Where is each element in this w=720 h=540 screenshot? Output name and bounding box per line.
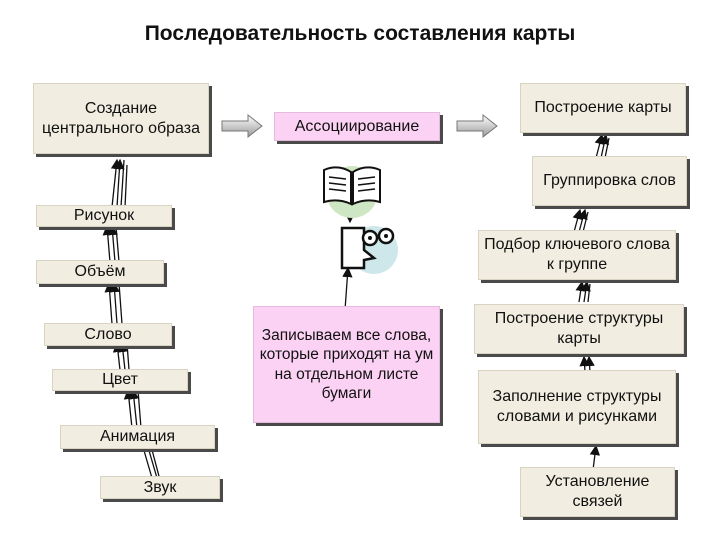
color-box: Цвет: [52, 369, 188, 391]
thinking-face-icon: [340, 226, 398, 274]
word-box: Слово: [44, 323, 172, 346]
block-arrow-right-icon: [456, 113, 498, 139]
build-map-box: Построение карты: [520, 83, 686, 133]
connections-box: Установление связей: [520, 467, 675, 517]
structure-box: Построение структуры карты: [474, 304, 684, 354]
key-word-box: Подбор ключевого слова к группе: [478, 230, 676, 280]
block-arrow-right-icon: [221, 113, 263, 139]
picture-box: Рисунок: [36, 205, 172, 227]
write-words-box: Записываем все слова, которые приходят н…: [253, 306, 440, 423]
central-image-box: Создание центрального образа: [33, 83, 209, 154]
diagram-title: Последовательность составления карты: [144, 22, 576, 45]
association-box: Ассоциирование: [274, 112, 440, 141]
sound-box: Звук: [100, 476, 220, 499]
fill-structure-box: Заполнение структуры словами и рисунками: [478, 370, 676, 444]
volume-box: Объём: [36, 260, 164, 284]
open-book-icon: [323, 166, 381, 218]
animation-box: Анимация: [60, 425, 215, 449]
group-words-box: Группировка слов: [532, 156, 687, 206]
